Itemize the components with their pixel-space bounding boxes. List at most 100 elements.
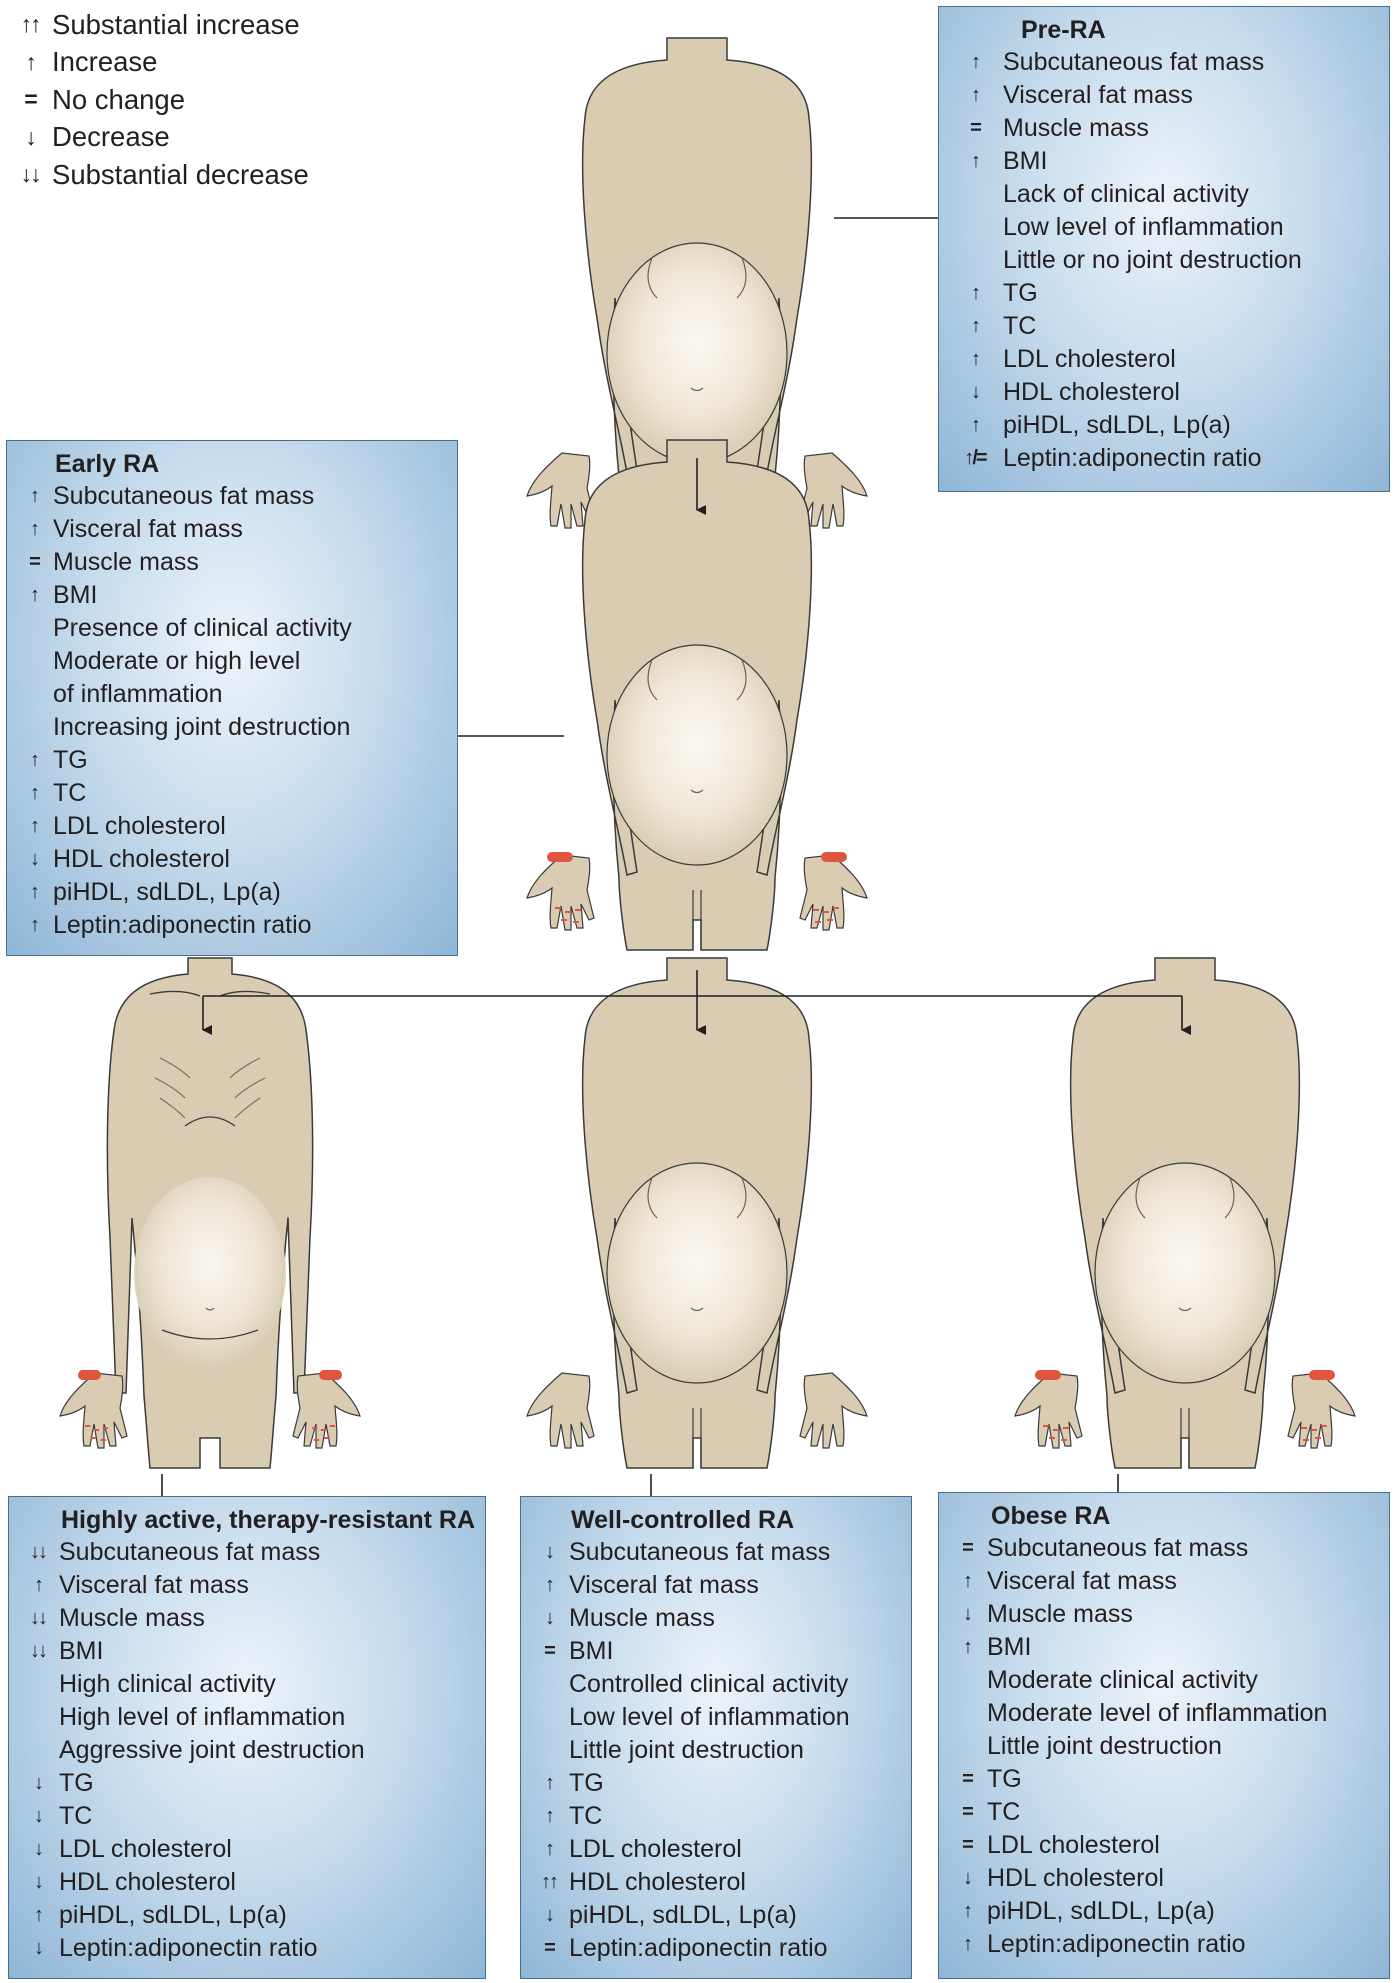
box-row: ↑LDL cholesterol <box>15 810 451 843</box>
box-row: =Leptin:adiponectin ratio <box>529 1932 905 1965</box>
change-symbol: ↓ <box>963 1603 973 1625</box>
change-symbol: ↓↓ <box>30 1640 48 1662</box>
box-row: Moderate or high level of inflammation <box>15 645 451 711</box>
change-symbol: ↑ <box>971 282 981 304</box>
legend-item: ↓↓Substantial decrease <box>10 156 309 194</box>
change-symbol: ↓ <box>34 1838 44 1860</box>
change-symbol: ↓ <box>34 1805 44 1827</box>
change-symbol: ↑ <box>545 1772 555 1794</box>
parameter-label: Visceral fat mass <box>987 1567 1177 1595</box>
box-row: ↓HDL cholesterol <box>15 843 451 876</box>
box-row: ↑piHDL, sdLDL, Lp(a) <box>17 1899 479 1932</box>
box-row: Little joint destruction <box>529 1734 905 1767</box>
box-row: ↑Visceral fat mass <box>15 513 451 546</box>
parameter-label: Subcutaneous fat mass <box>1003 48 1265 76</box>
parameter-label: Muscle mass <box>569 1604 715 1632</box>
legend-item: ↓Decrease <box>10 119 309 157</box>
box-row: =Muscle mass <box>15 546 451 579</box>
box-row: ↓piHDL, sdLDL, Lp(a) <box>529 1899 905 1932</box>
change-symbol: ↑ <box>971 150 981 172</box>
change-symbol: ↑ <box>30 485 40 507</box>
change-symbol: ↑ <box>30 518 40 540</box>
parameter-label: High level of inflammation <box>59 1703 346 1731</box>
box-row: High clinical activity <box>17 1668 479 1701</box>
parameter-label: Visceral fat mass <box>1003 81 1193 109</box>
change-symbol: = <box>544 1937 556 1959</box>
change-symbol: ↑↑ <box>541 1871 559 1893</box>
change-symbol: ↑ <box>963 1900 973 1922</box>
box-row: Little joint destruction <box>947 1730 1383 1763</box>
box-row: =TG <box>947 1763 1383 1796</box>
box-row: = BMI <box>529 1635 905 1668</box>
change-symbol: ↑ <box>30 881 40 903</box>
parameter-label: BMI <box>1003 147 1048 175</box>
box-row: Lack of clinical activity <box>947 178 1383 211</box>
box-row: ↓HDL cholesterol <box>947 376 1383 409</box>
change-symbol: ↑ <box>545 1574 555 1596</box>
box-rows: ↓↓Subcutaneous fat mass ↑ Visceral fat mas… <box>17 1536 479 1965</box>
parameter-label: Low level of inflammation <box>569 1703 850 1731</box>
change-symbol: = <box>970 117 982 139</box>
change-symbol: ↓↓ <box>30 1541 48 1563</box>
box-row: ↑piHDL, sdLDL, Lp(a) <box>947 1895 1383 1928</box>
parameter-label: TG <box>987 1765 1022 1793</box>
parameter-label: TG <box>1003 279 1038 307</box>
change-symbol: ↑ <box>30 782 40 804</box>
change-symbol: ↑ <box>30 584 40 606</box>
parameter-label: LDL cholesterol <box>59 1835 232 1863</box>
change-symbol: ↓ <box>545 1607 555 1629</box>
legend-symbol: = <box>24 86 37 113</box>
change-symbol: ↑ <box>34 1574 44 1596</box>
legend-item: ↑Increase <box>10 44 309 82</box>
box-rows: =Subcutaneous fat mass↑Visceral fat mass… <box>947 1532 1383 1961</box>
box-row: =Subcutaneous fat mass <box>947 1532 1383 1565</box>
box-row: ↑Subcutaneous fat mass <box>15 480 451 513</box>
box-row: =Muscle mass <box>947 112 1383 145</box>
parameter-label: piHDL, sdLDL, Lp(a) <box>1003 411 1231 439</box>
parameter-label: Muscle mass <box>987 1600 1133 1628</box>
parameter-label: HDL cholesterol <box>59 1868 236 1896</box>
box-row: ↑BMI <box>15 579 451 612</box>
box-row: ↑ TC <box>15 777 451 810</box>
change-symbol: = <box>29 551 41 573</box>
change-symbol: = <box>544 1640 556 1662</box>
change-symbol: ↑ <box>30 815 40 837</box>
change-symbol: ↑ <box>963 1933 973 1955</box>
box-title: Early RA <box>55 450 160 478</box>
box-row: ↑Visceral fat mass <box>947 1565 1383 1598</box>
parameter-label: Moderate or high level of inflammation <box>53 647 301 708</box>
change-symbol: = <box>962 1801 974 1823</box>
box-row: Low level of inflammation <box>947 211 1383 244</box>
box-row: ↓↓Subcutaneous fat mass <box>17 1536 479 1569</box>
box-row: =TC <box>947 1796 1383 1829</box>
parameter-label: Subcutaneous fat mass <box>569 1538 831 1566</box>
legend-label: Substantial decrease <box>52 158 309 190</box>
change-symbol: ↑ <box>545 1838 555 1860</box>
figure-highly-active-ra <box>59 957 361 1469</box>
legend-item: ↑↑Substantial increase <box>10 6 309 44</box>
parameter-label: Leptin:adiponectin ratio <box>987 1930 1246 1958</box>
box-title: Obese RA <box>991 1502 1111 1530</box>
box-row: Presence of clinical activity <box>15 612 451 645</box>
parameter-label: HDL cholesterol <box>1003 378 1180 406</box>
change-symbol: ↑ <box>545 1805 555 1827</box>
legend-label: Increase <box>52 46 158 78</box>
parameter-label: Little joint destruction <box>569 1736 804 1764</box>
parameter-label: Subcutaneous fat mass <box>987 1534 1249 1562</box>
parameter-label: Increasing joint destruction <box>53 713 351 741</box>
parameter-label: Moderate level of inflammation <box>987 1699 1328 1727</box>
box-row: ↓TC <box>17 1800 479 1833</box>
parameter-label: TC <box>53 779 87 807</box>
parameter-label: Visceral fat mass <box>59 1571 249 1599</box>
parameter-label: TG <box>569 1769 604 1797</box>
parameter-label: Leptin:adiponectin ratio <box>59 1934 318 1962</box>
box-title: Highly active, therapy-resistant RA <box>61 1506 476 1534</box>
box-row: Controlled clinical activity <box>529 1668 905 1701</box>
parameter-label: Leptin:adiponectin ratio <box>1003 444 1262 472</box>
parameter-label: Controlled clinical activity <box>569 1670 849 1698</box>
parameter-label: Leptin:adiponectin ratio <box>53 911 312 939</box>
parameter-label: Little or no joint destruction <box>1003 246 1302 274</box>
parameter-label: BMI <box>569 1637 614 1665</box>
